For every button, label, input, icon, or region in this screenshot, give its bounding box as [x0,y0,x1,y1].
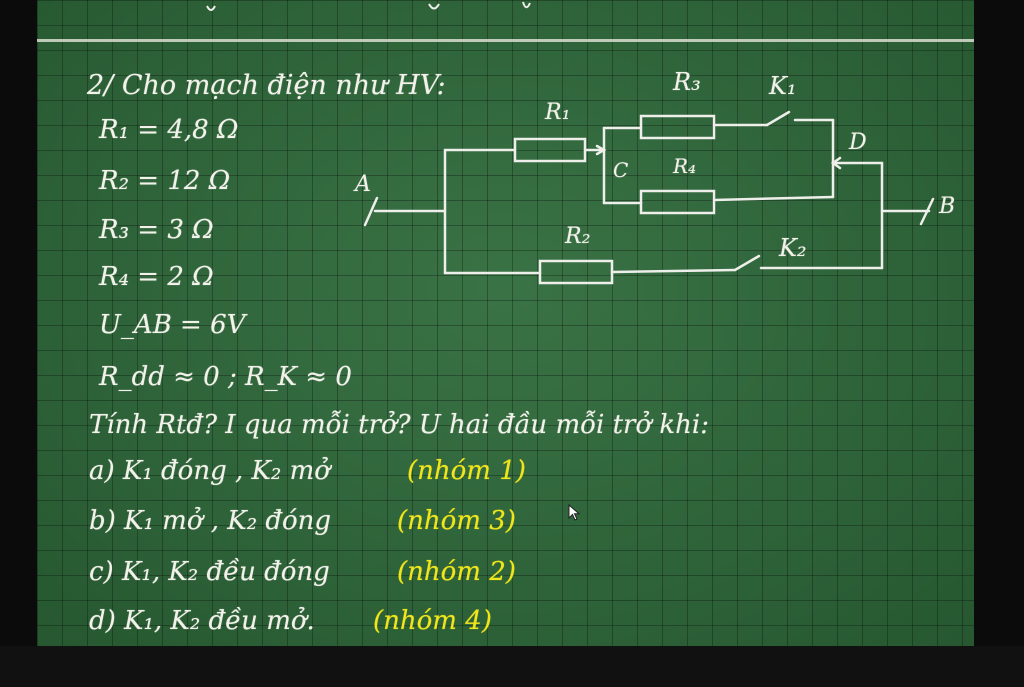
terminal-b-tick [919,197,935,226]
label-k1: K₁ [769,72,797,100]
resistor-r4 [639,189,716,215]
resistor-r1 [513,137,587,163]
label-d: D [849,130,867,155]
given-r2: R₂ = 12 Ω [99,166,231,196]
case-a-group: (nhóm 1) [407,456,526,486]
case-a-text: a) K₁ đóng , K₂ mở [89,456,330,486]
board-divider-line [37,39,974,42]
wire-r4-to-d [712,195,835,202]
node-d-arrow [830,156,842,170]
case-d-group: (nhóm 4) [373,606,492,636]
label-c: C [613,158,629,182]
label-r2: R₂ [565,224,591,249]
given-r3: R₃ = 3 Ω [99,215,214,245]
case-d-text: d) K₁, K₂ đều mở. [89,606,315,636]
terminal-a-tick [363,196,379,227]
wire-r2-to-k2 [610,268,737,274]
problem-title: 2/ Cho mạch điện như HV: [87,70,446,101]
label-k2: K₂ [779,234,807,262]
given-r1: R₁ = 4,8 Ω [99,115,239,145]
given-rdd-rk: R_dd ≈ 0 ; R_K ≈ 0 [99,362,352,392]
label-r3: R₃ [673,68,701,96]
circuit-diagram [363,110,935,285]
label-a: A [355,172,371,197]
case-c-text: c) K₁, K₂ đều đóng [89,557,330,587]
case-b-text: b) K₁ mở , K₂ đóng [89,506,332,536]
label-b: B [939,194,956,219]
question-text: Tính Rtđ? I qua mỗi trở? U hai đầu mỗi t… [89,410,709,440]
switch-k2-blade [733,254,761,272]
node-c-arrow [595,144,607,156]
label-r4: R₄ [673,154,697,178]
case-c-group: (nhóm 2) [397,557,516,587]
resistor-r3 [639,114,716,140]
video-bottom-bar [0,646,1024,687]
case-b-group: (nhóm 3) [397,506,516,536]
mouse-pointer-icon [568,504,581,521]
switch-k1-blade [765,110,791,127]
given-r4: R₄ = 2 Ω [99,262,214,292]
given-uab: U_AB = 6V [99,310,246,340]
resistor-r2 [538,259,614,285]
label-r1: R₁ [545,100,571,125]
top-cut-off-writing [206,1,531,11]
chalkboard: 2/ Cho mạch điện như HV: R₁ = 4,8 Ω R₂ =… [37,0,974,646]
